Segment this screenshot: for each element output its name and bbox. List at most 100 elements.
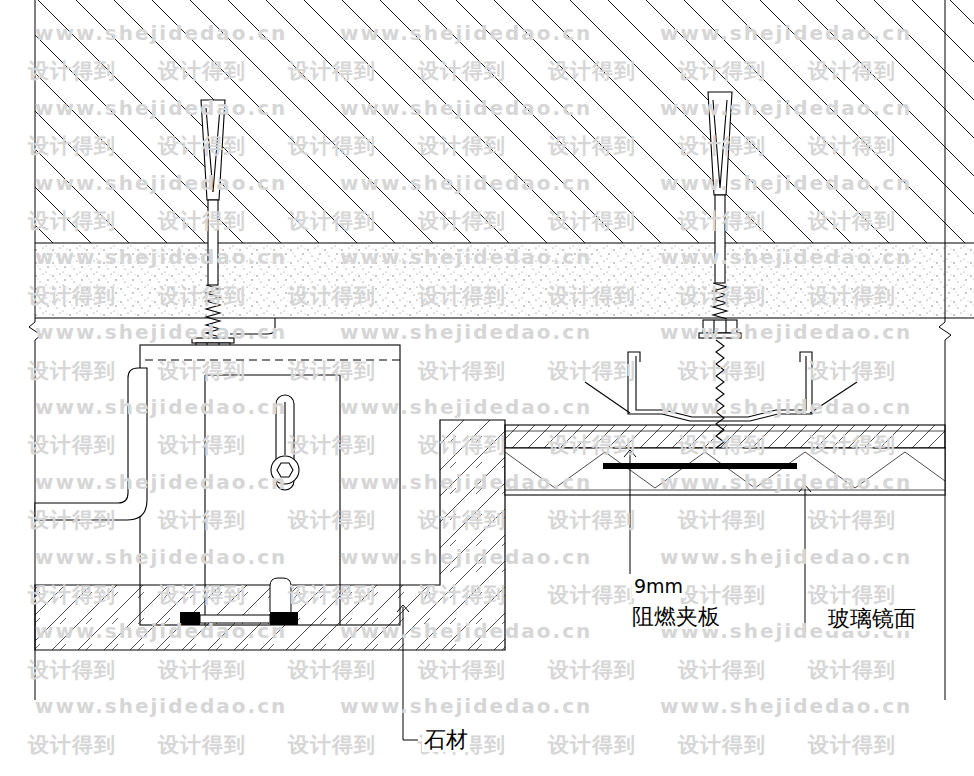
watermark: 设计得到: [28, 359, 116, 383]
watermark: 设计得到: [678, 433, 766, 457]
watermark: 设计得到: [548, 134, 636, 158]
watermark: 设计得到: [158, 433, 246, 457]
watermark: 设计得到: [548, 583, 636, 607]
watermark: 设计得到: [418, 209, 506, 233]
watermark: 设计得到: [808, 583, 896, 607]
watermark: www.shejidedao.cn: [340, 396, 592, 419]
watermark: www.shejidedao.cn: [340, 246, 592, 269]
break-line: [939, 0, 951, 700]
watermark: www.shejidedao.cn: [35, 620, 287, 643]
watermark: www.shejidedao.cn: [660, 172, 912, 195]
watermark: 设计得到: [548, 359, 636, 383]
watermark: 设计得到: [678, 359, 766, 383]
watermark: 设计得到: [158, 284, 246, 308]
watermark: www.shejidedao.cn: [340, 546, 592, 569]
watermark: 设计得到: [548, 59, 636, 83]
watermark: 设计得到: [418, 583, 506, 607]
concrete-slab: [35, 0, 974, 243]
watermark: 设计得到: [288, 134, 376, 158]
watermark: 设计得到: [288, 284, 376, 308]
watermark: www.shejidedao.cn: [660, 321, 912, 344]
break-lines: [29, 0, 951, 700]
bolt-rod: [715, 195, 725, 283]
watermark: 设计得到: [548, 209, 636, 233]
watermark: 设计得到: [678, 134, 766, 158]
watermark: 设计得到: [28, 284, 116, 308]
watermark: 设计得到: [28, 508, 116, 532]
watermark: 设计得到: [808, 508, 896, 532]
watermark: www.shejidedao.cn: [660, 246, 912, 269]
mirror-adhesive: [603, 463, 797, 469]
watermark: www.shejidedao.cn: [660, 695, 912, 718]
watermark: 设计得到: [288, 658, 376, 682]
watermark: www.shejidedao.cn: [340, 172, 592, 195]
screed-layer: [35, 243, 974, 318]
watermark: 设计得到: [28, 658, 116, 682]
watermark: 设计得到: [28, 59, 116, 83]
watermark: 设计得到: [548, 733, 636, 757]
watermark: 设计得到: [678, 209, 766, 233]
watermark: 设计得到: [418, 59, 506, 83]
watermark: 设计得到: [418, 284, 506, 308]
watermark: www.shejidedao.cn: [340, 471, 592, 494]
watermark: 设计得到: [678, 508, 766, 532]
watermark: 设计得到: [158, 733, 246, 757]
watermark: www.shejidedao.cn: [35, 396, 287, 419]
screed-edge: [35, 317, 974, 318]
watermark: 设计得到: [548, 658, 636, 682]
watermark: www.shejidedao.cn: [340, 321, 592, 344]
watermark: www.shejidedao.cn: [35, 695, 287, 718]
watermark: www.shejidedao.cn: [35, 172, 287, 195]
watermark: 设计得到: [288, 59, 376, 83]
material-label: 石材: [422, 727, 470, 752]
thickness-dimension: 9mm: [632, 576, 685, 598]
watermark: 设计得到: [808, 134, 896, 158]
watermark: www.shejidedao.cn: [35, 22, 287, 45]
watermark: 设计得到: [158, 134, 246, 158]
watermark: www.shejidedao.cn: [35, 246, 287, 269]
watermark: 设计得到: [678, 658, 766, 682]
watermark: www.shejidedao.cn: [660, 396, 912, 419]
watermark: www.shejidedao.cn: [340, 620, 592, 643]
watermark: www.shejidedao.cn: [340, 695, 592, 718]
watermark: 设计得到: [678, 284, 766, 308]
watermark: 设计得到: [28, 433, 116, 457]
watermark: 设计得到: [678, 733, 766, 757]
watermark: www.shejidedao.cn: [35, 97, 287, 120]
watermark: www.shejidedao.cn: [35, 546, 287, 569]
watermark: 设计得到: [28, 209, 116, 233]
watermark: 设计得到: [418, 658, 506, 682]
watermark: 设计得到: [808, 433, 896, 457]
watermark: 设计得到: [288, 583, 376, 607]
watermark: 设计得到: [548, 433, 636, 457]
watermark: 设计得到: [288, 733, 376, 757]
watermark: 设计得到: [28, 583, 116, 607]
fixing-pin: [270, 578, 291, 612]
material-label: 玻璃镜面: [826, 606, 918, 631]
screed-stipple: [35, 243, 974, 318]
watermark: 设计得到: [288, 508, 376, 532]
watermark: 设计得到: [288, 433, 376, 457]
watermark: 设计得到: [808, 733, 896, 757]
watermark: 设计得到: [158, 583, 246, 607]
watermark: 设计得到: [808, 658, 896, 682]
watermark: www.shejidedao.cn: [340, 97, 592, 120]
material-label: 阻燃夹板: [630, 604, 722, 629]
watermark: 设计得到: [418, 508, 506, 532]
watermark: 设计得到: [158, 59, 246, 83]
watermark: 设计得到: [288, 359, 376, 383]
watermark: 设计得到: [288, 209, 376, 233]
watermark: www.shejidedao.cn: [660, 546, 912, 569]
watermark: www.shejidedao.cn: [35, 471, 287, 494]
plywood-ply: [505, 431, 945, 432]
watermark: 设计得到: [808, 59, 896, 83]
watermark: 设计得到: [548, 284, 636, 308]
watermark: 设计得到: [158, 209, 246, 233]
watermark: 设计得到: [808, 284, 896, 308]
watermark: 设计得到: [418, 134, 506, 158]
watermark: 设计得到: [28, 134, 116, 158]
watermark: www.shejidedao.cn: [660, 22, 912, 45]
watermark: 设计得到: [28, 733, 116, 757]
watermark: www.shejidedao.cn: [35, 321, 287, 344]
